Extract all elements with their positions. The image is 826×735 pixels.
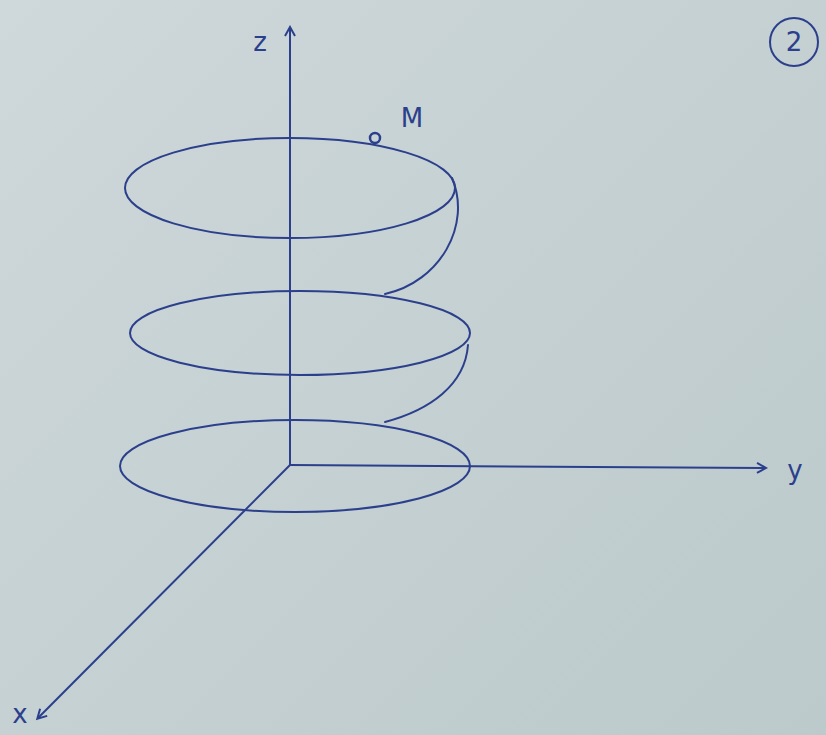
helix-turn (130, 291, 470, 375)
axis-label: y (787, 457, 802, 483)
z-axis (289, 28, 291, 465)
helix-link (385, 345, 468, 422)
point-label: M (401, 105, 423, 131)
helix-turn (125, 138, 455, 238)
axis-label: x (12, 701, 27, 727)
axis-label: z (253, 29, 267, 55)
callout-number: 2 (786, 29, 803, 55)
y-axis (290, 465, 765, 468)
helix-link (385, 178, 458, 294)
x-axis (38, 465, 290, 718)
number-circle (770, 18, 818, 66)
helix-turn (120, 420, 470, 512)
point-m (370, 133, 380, 143)
